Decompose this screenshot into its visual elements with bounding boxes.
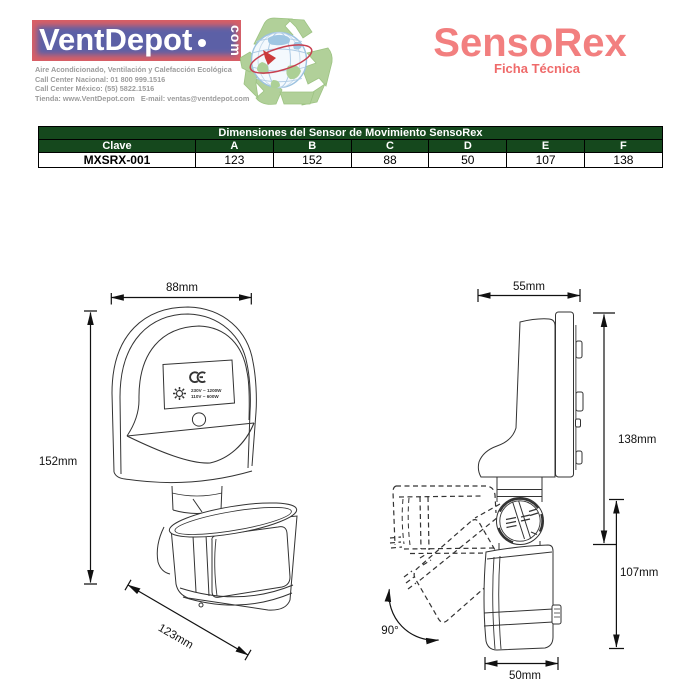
svg-text:88mm: 88mm xyxy=(166,282,198,294)
svg-text:90°: 90° xyxy=(381,625,398,637)
svg-text:50mm: 50mm xyxy=(509,670,541,682)
svg-text:123mm: 123mm xyxy=(156,622,195,652)
svg-text:110V ~ 600W: 110V ~ 600W xyxy=(191,394,219,399)
svg-text:55mm: 55mm xyxy=(513,281,545,293)
svg-text:107mm: 107mm xyxy=(620,567,658,579)
svg-text:152mm: 152mm xyxy=(39,456,77,468)
svg-text:138mm: 138mm xyxy=(618,434,656,446)
svg-text:230V ~ 1200W: 230V ~ 1200W xyxy=(191,388,222,393)
